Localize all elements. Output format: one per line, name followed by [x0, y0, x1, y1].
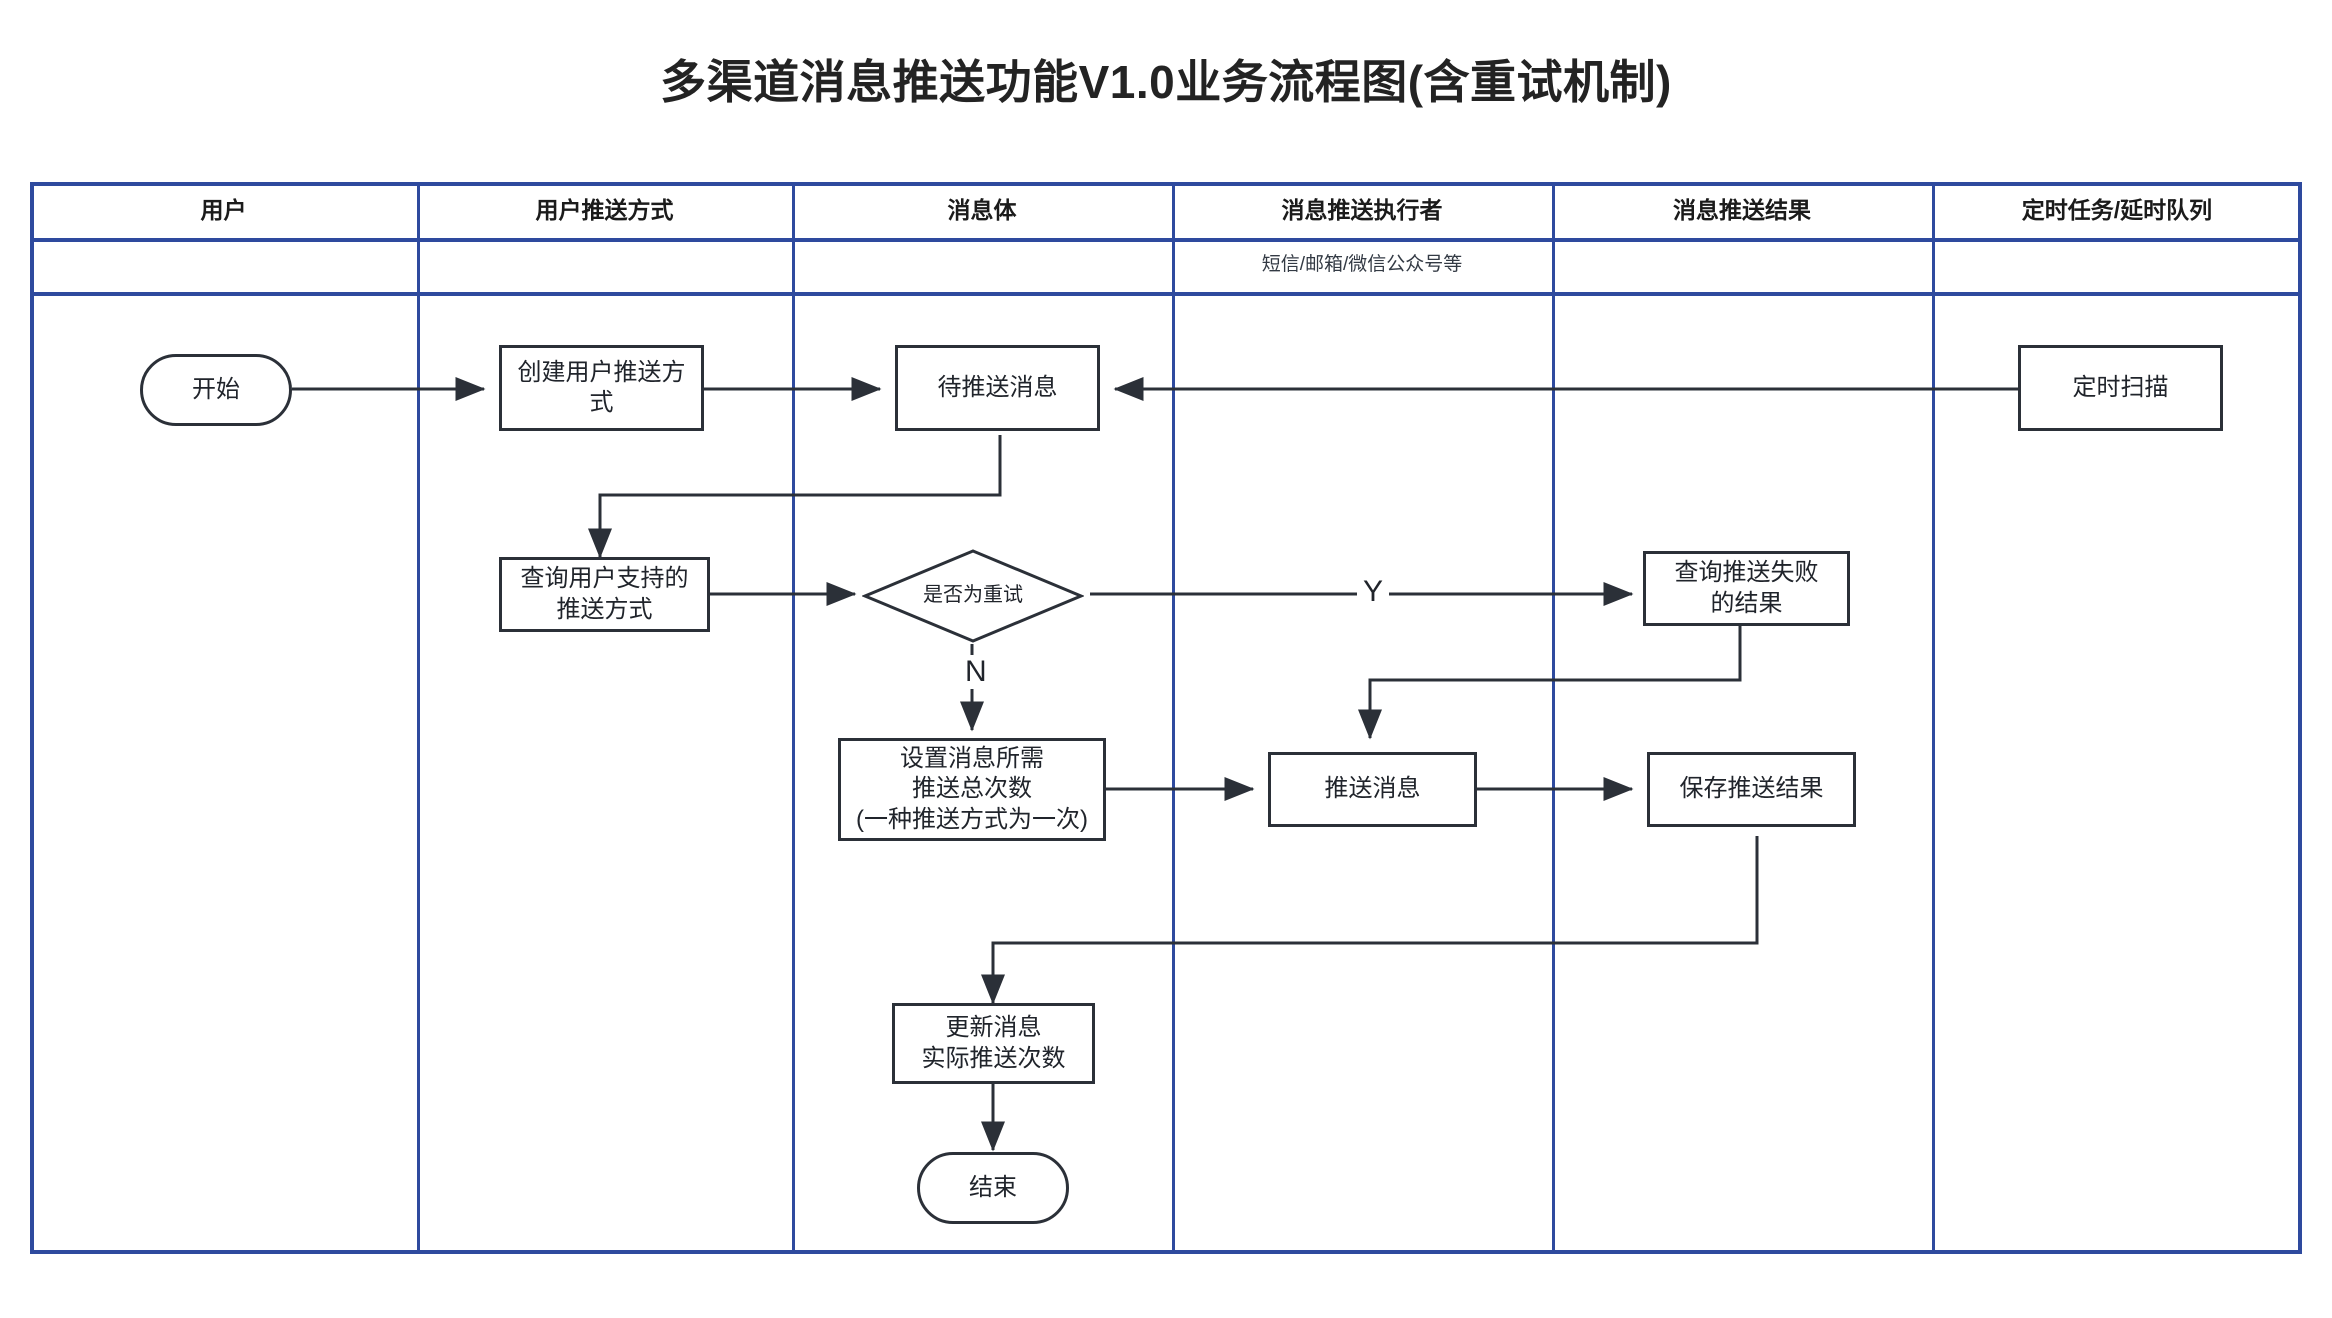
- page-title: 多渠道消息推送功能V1.0业务流程图(含重试机制): [660, 56, 1672, 108]
- swimlane-table: 用户 用户推送方式 消息体 消息推送执行者 消息推送结果 定时任务/延时队列 短…: [30, 182, 2302, 1254]
- node-pending-message[interactable]: 待推送消息: [895, 345, 1100, 431]
- lane-divider-4: [1552, 182, 1555, 1254]
- lane-divider-1: [417, 182, 420, 1254]
- lane-divider-2: [792, 182, 795, 1254]
- node-start[interactable]: 开始: [140, 354, 292, 426]
- lane-header-message-body: 消息体: [947, 197, 1017, 223]
- node-push-message[interactable]: 推送消息: [1268, 752, 1477, 827]
- lane-divider-5: [1932, 182, 1935, 1254]
- node-end[interactable]: 结束: [917, 1152, 1069, 1224]
- node-is-retry-decision[interactable]: 是否为重试: [862, 548, 1084, 644]
- lane-header-user: 用户: [200, 197, 247, 223]
- lane-header-user-push-method: 用户推送方式: [535, 197, 674, 223]
- lane-subnote-push-executor: 短信/邮箱/微信公众号等: [1261, 254, 1463, 275]
- node-set-total-push-count[interactable]: 设置消息所需 推送总次数 (一种推送方式为一次): [838, 738, 1106, 841]
- node-create-push-method[interactable]: 创建用户推送方 式: [499, 345, 704, 431]
- lane-header-push-result: 消息推送结果: [1673, 197, 1811, 223]
- lane-header-scheduled-task: 定时任务/延时队列: [2021, 197, 2213, 223]
- edge-label-yes: Y: [1357, 575, 1390, 609]
- edge-label-no: N: [959, 655, 993, 689]
- swimlane-outer-border: [30, 182, 2302, 1254]
- node-save-push-result[interactable]: 保存推送结果: [1647, 752, 1856, 827]
- swimlane-header-divider: [30, 238, 2302, 242]
- swimlane-subheader-divider: [30, 292, 2302, 296]
- lane-header-push-executor: 消息推送执行者: [1281, 197, 1443, 223]
- node-scheduled-scan[interactable]: 定时扫描: [2018, 345, 2223, 431]
- node-is-retry-label: 是否为重试: [923, 584, 1023, 607]
- node-query-failed-results[interactable]: 查询推送失败 的结果: [1643, 551, 1850, 626]
- node-query-supported-methods[interactable]: 查询用户支持的 推送方式: [499, 557, 710, 632]
- diamond-shape-icon: [862, 549, 1084, 643]
- node-update-actual-count[interactable]: 更新消息 实际推送次数: [892, 1003, 1095, 1084]
- lane-divider-3: [1172, 182, 1175, 1254]
